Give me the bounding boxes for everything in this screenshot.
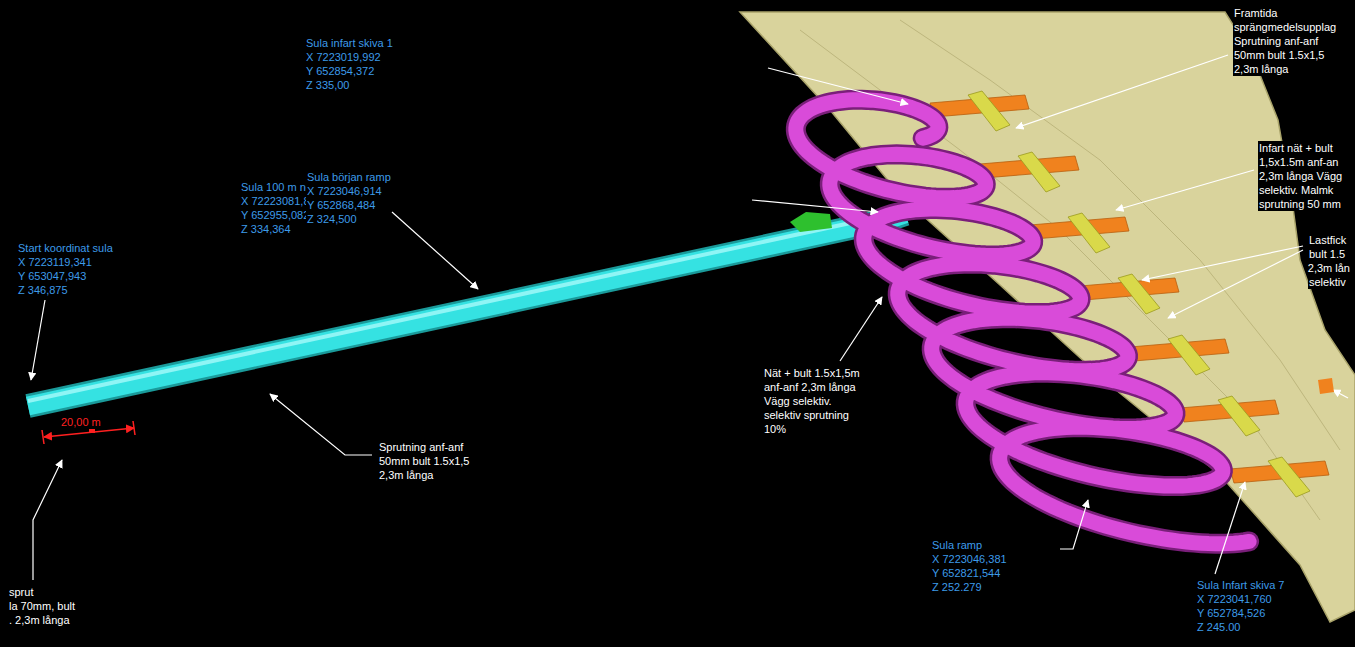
annotation-text: Sula Infart skiva 7 [1196,578,1285,592]
annotation-text: 2,3m långa [378,468,434,482]
yellow-drawpoint [1068,213,1110,253]
yellow-drawpoint [968,91,1010,131]
annotation-text: 1,5x1.5m anf-an [1258,155,1340,169]
annotation-text: X 7223019,992 [305,50,382,64]
annotation-text: Z 324,500 [306,212,358,226]
annotation-text: anf-anf 2,3m långa [763,380,857,394]
leader-line [768,68,908,104]
yellow-drawpoint [1268,457,1310,497]
annotation-text: Sula början ramp [306,170,392,184]
decline-tube-highlight [28,217,878,401]
yellow-drawpoint [1218,396,1260,436]
annotation-text: 2,3m långa Vägg [1258,169,1343,183]
annotation-text: Nät + bult 1.5x1,5m [763,366,861,380]
annotation-text: Sprutning anf-anf [1233,34,1319,48]
annotation-text: Y 652821,544 [931,566,1001,580]
yellow-drawpoint [1018,152,1060,192]
leader-line [1116,170,1254,210]
annotation-text: . 2,3m långa [8,613,71,627]
annotation-text: selektiv [1308,275,1347,289]
annotation-text: Y 653047,943 [17,269,87,283]
leader-line [1168,250,1303,318]
annotation-text: 2,3m långa [1233,62,1289,76]
annotation-text: Z 245.00 [1196,620,1241,634]
annotation-text: Sprutning anf-anf [378,440,464,454]
leader-line [752,200,878,212]
annotation-text: Y 652784,526 [1196,606,1266,620]
annotation-text: Sula ramp [931,538,983,552]
leader-line [392,212,478,289]
annotation-text: sprängmedelsupplag [1233,20,1337,34]
annotation-text: Z 252.279 [931,580,983,594]
annotation-text: X 7223119,341 [17,255,93,269]
leader-line [1333,390,1348,398]
ramp-helix [796,100,1249,544]
annotation-text: X 7223046,914 [306,184,383,198]
annotation-text: bult 1.5 [1308,247,1346,261]
annotation-text: la 70mm, bult [8,599,76,613]
leader-line [270,394,372,455]
annotation-text: sprutning 50 mm [1258,197,1342,211]
ore-surface [740,12,1355,622]
annotation-text: Z 334,364 [240,222,292,236]
annotation-text: selektiv. Malmk [1258,183,1334,197]
leader-line [33,460,62,580]
annotation-text: Sula infart skiva 1 [305,36,394,50]
annotation-text: Z 335,00 [305,78,350,92]
annotation-text: Y 652854,372 [305,64,375,78]
leader-line [1060,500,1088,549]
annotation-text: Y 652955,082 [240,208,310,222]
yellow-drawpoint [1118,274,1160,314]
annotation-text: Z 346,875 [17,283,69,297]
dimension-label: 20,00 m [60,415,102,429]
leader-line [31,300,45,380]
yellow-drawpoint [1168,335,1210,375]
annotation-text: 2,3m lån [1307,261,1351,275]
dimension-line [44,428,134,437]
annotation-text: Infart nät + bult [1258,141,1334,155]
orange-room [1318,378,1334,394]
leader-line [1142,246,1303,280]
leader-line [1215,482,1245,574]
annotation-text: Lastfick [1308,233,1347,247]
annotation-text: 10% [763,422,787,436]
annotation-text: Y 652868,484 [306,198,376,212]
ramp-helix-edge [796,100,1249,544]
decline-tube [28,214,905,406]
leaders [31,55,1348,580]
annotation-text: 50mm bult 1.5x1,5 [1233,48,1326,62]
annotation-text: X 7223041,760 [1196,592,1273,606]
annotation-text: Framtida [1233,6,1278,20]
annotation-text: Vägg selektiv. [763,394,833,408]
decline-tube-edge [28,214,905,406]
dimension-tick [133,421,135,435]
annotation-text: selektiv sprutning [763,408,850,422]
leader-line [1016,55,1228,128]
annotation-text: sprut [8,585,34,599]
annotation-text: 50mm bult 1.5x1,5 [378,454,471,468]
leader-line [840,297,882,361]
dimension-tick [42,430,44,444]
annotation-text: Start koordinat sula [17,241,114,255]
annotation-text: X 7223046,381 [931,552,1008,566]
green-niche [790,212,832,232]
